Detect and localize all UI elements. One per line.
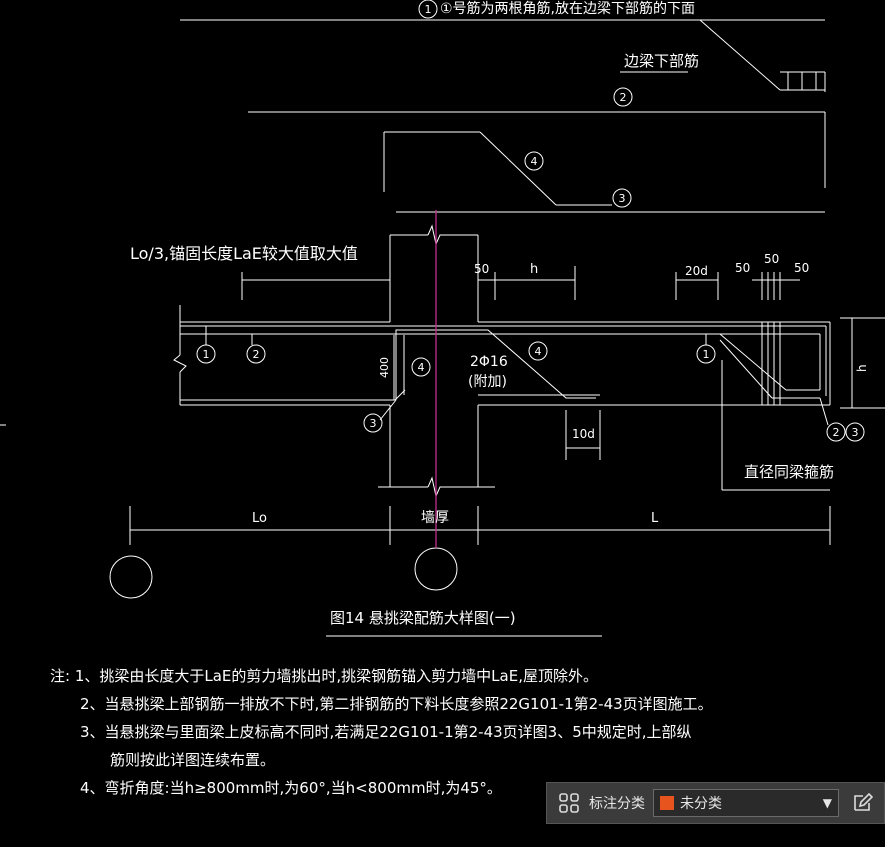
dim-lo: Lo [252, 511, 267, 526]
rebar-added: (附加) [468, 374, 507, 390]
marker-4-top-label: 4 [531, 155, 538, 168]
note-3: 3、当悬挑梁与里面梁上皮标高不同时,若满足22G101-1第2-43页详图3、5… [80, 723, 692, 741]
dim-20d: 20d [685, 264, 708, 278]
edit-icon[interactable] [849, 790, 875, 816]
marker-3-top [612, 188, 632, 208]
grid-icon[interactable] [555, 789, 583, 817]
marker-4-top [524, 151, 544, 171]
category-select-value: 未分类 [680, 796, 722, 812]
marker-1-right-label: 1 [703, 348, 710, 361]
dim-h-side: h [855, 364, 869, 372]
anchor-note: Lo/3,锚固长度LaE较大值取大值 [130, 244, 358, 263]
note-2: 2、当悬挑梁上部钢筋一排放不下时,第二排钢筋的下料长度参照22G101-1第2-… [80, 695, 713, 713]
marker-2-top-label: 2 [620, 91, 627, 104]
stirrup-note: 直径同梁箍筋 [744, 463, 834, 481]
marker-3-left-label: 3 [370, 417, 377, 430]
annotation-toolbar: 标注分类 未分类 ▼ [546, 782, 885, 824]
top-note: ①号筋为两根角筋,放在边梁下部筋的下面 [440, 0, 695, 17]
marker-2-left [246, 344, 266, 364]
marker-1-top [418, 0, 438, 19]
marker-1-left-label: 1 [203, 348, 210, 361]
dim-50-b: 50 [735, 261, 750, 275]
marker-3-end [845, 422, 865, 442]
dim-h-top: h [530, 262, 538, 277]
dim-50-d: 50 [794, 261, 809, 275]
dim-l: L [651, 511, 659, 526]
marker-2-end-label: 2 [833, 426, 840, 439]
category-color-swatch [660, 796, 674, 810]
marker-3-end-label: 3 [852, 426, 859, 439]
dim-10d: 10d [572, 427, 595, 441]
marker-3-top-label: 3 [619, 192, 626, 205]
notes-block: 注: 1、挑梁由长度大于LaE的剪力墙挑出时,挑梁钢筋锚入剪力墙中LaE,屋顶除… [50, 662, 713, 802]
marker-3-left [363, 413, 383, 433]
marker-2-left-label: 2 [253, 348, 260, 361]
marker-4-right-label: 4 [535, 345, 542, 358]
marker-1-left [196, 344, 216, 364]
marker-4-mid [411, 357, 431, 377]
marker-4-mid-label: 4 [418, 361, 425, 374]
dim-50-c: 50 [764, 252, 779, 266]
dim-wall: 墙厚 [421, 510, 449, 526]
dim-400: 400 [378, 357, 391, 378]
dim-50-a: 50 [474, 262, 489, 276]
chevron-down-icon: ▼ [822, 796, 832, 810]
marker-2-top [613, 87, 633, 107]
note-3-cont: 筋则按此详图连续布置。 [110, 751, 276, 769]
rebar-2phi16: 2Φ16 [470, 354, 508, 370]
edge-beam-label: 边梁下部筋 [624, 52, 699, 70]
note-1: 注: 1、挑梁由长度大于LaE的剪力墙挑出时,挑梁钢筋锚入剪力墙中LaE,屋顶除… [50, 667, 598, 685]
annotation-category-label: 标注分类 [589, 796, 645, 812]
category-select[interactable]: 未分类 ▼ [653, 789, 839, 817]
marker-1-right [696, 344, 716, 364]
figure-title: 图14 悬挑梁配筋大样图(一) [330, 609, 516, 627]
note-4: 4、弯折角度:当h≥800mm时,为60°,当h<800mm时,为45°。 [80, 779, 502, 797]
marker-1-top-label: 1 [425, 3, 432, 16]
marker-4-right [528, 341, 548, 361]
marker-2-end [826, 422, 846, 442]
